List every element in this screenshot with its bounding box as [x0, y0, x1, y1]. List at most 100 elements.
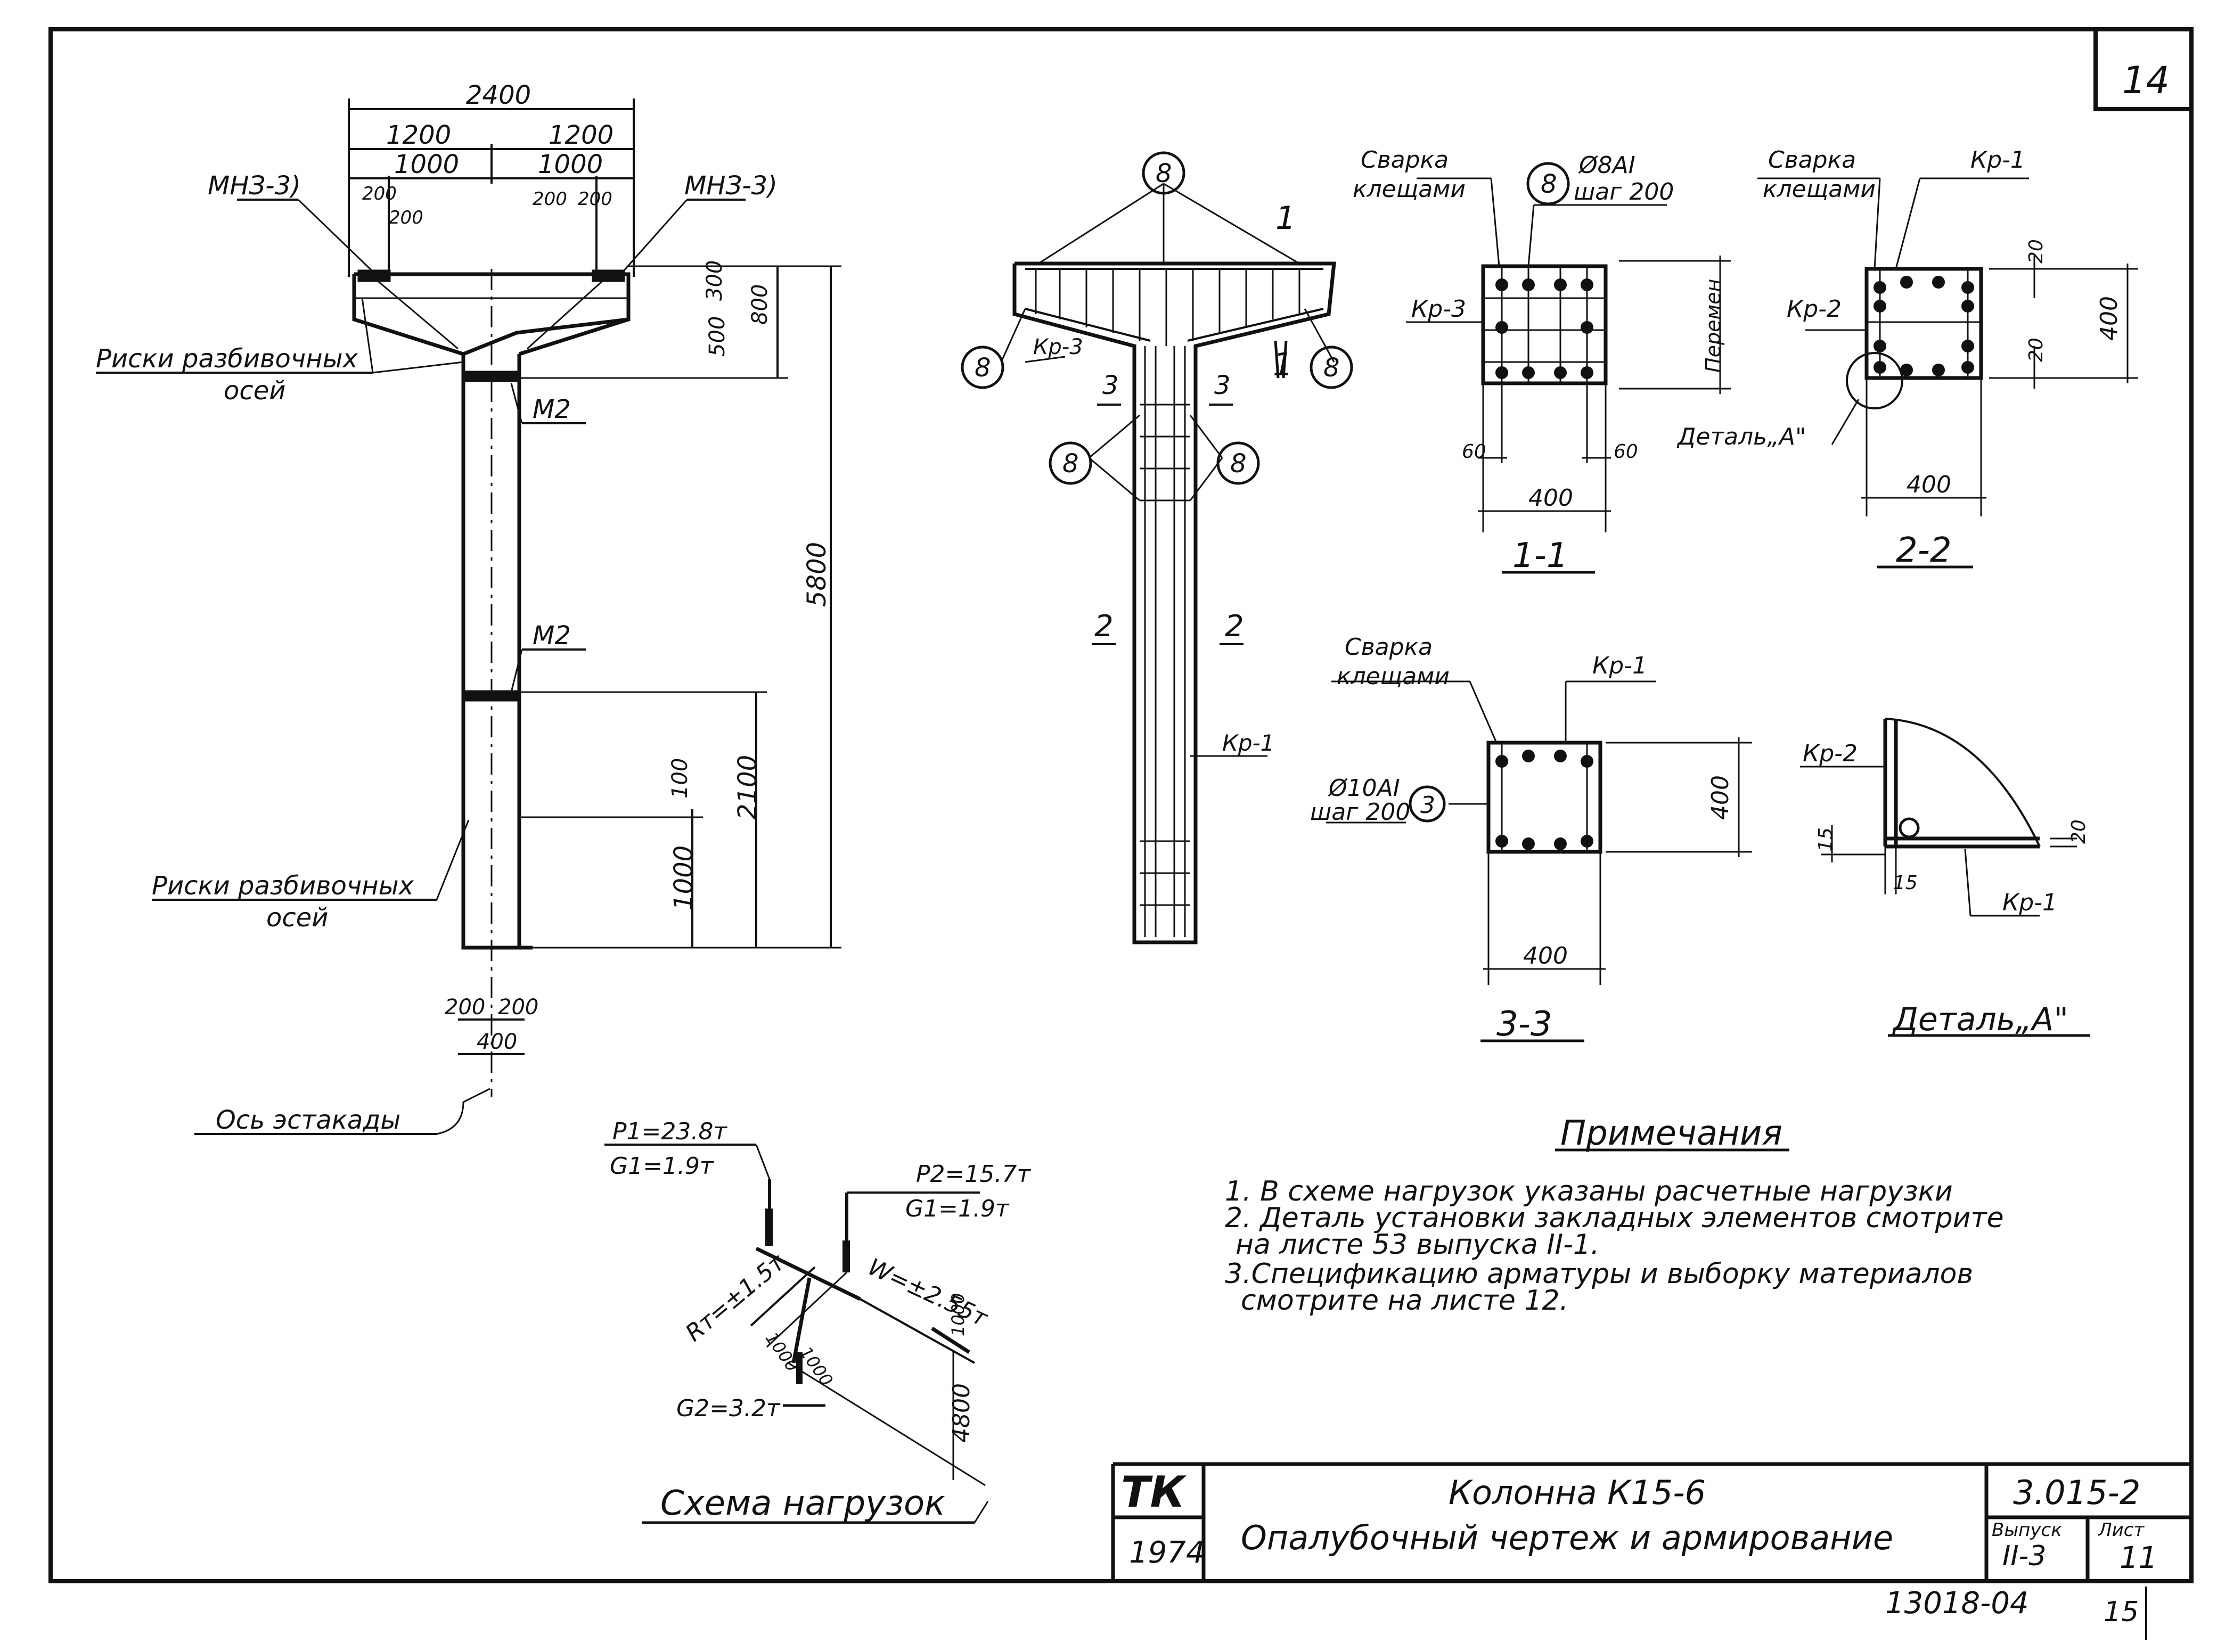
load-scheme-texts: P1=23.8т G1=1.9т P2=15.7т G1=1.9т Rт=±1.…	[610, 1118, 1031, 1523]
weld-label-2: клещами	[1353, 176, 1466, 203]
load-scheme-title: Схема нагрузок	[660, 1484, 945, 1523]
dim-20: 20	[2068, 819, 2090, 844]
notes-title: Примечания	[1560, 1114, 1782, 1153]
section-mark-1-bot: 1	[1273, 346, 1293, 383]
notes-line-2: 2. Деталь установки закладных элементов …	[1225, 1202, 2004, 1234]
year: 1974	[1129, 1535, 1205, 1570]
section-2-2	[1757, 177, 2138, 569]
elevation-texts: 2400 1200 1200 1000 1000 200 200 200 200…	[96, 80, 832, 1135]
label-risk-bot-2: осей	[266, 903, 328, 933]
weld-label-1: Сварка	[1345, 634, 1433, 661]
kr2-label: Кр-2	[1803, 740, 1858, 767]
dim-400-v: 400	[1707, 775, 1734, 820]
kr1-label: Кр-1	[1592, 652, 1647, 679]
tk-logo: ТК	[1121, 1467, 1187, 1517]
title-block-texts: ТК 1974 Колонна К15-6 Опалубочный чертеж…	[1121, 1467, 2157, 1628]
issue-label: Выпуск	[1992, 1519, 2062, 1541]
dim-400-h: 400	[1523, 942, 1568, 969]
dim-20-bot: 20	[2025, 338, 2047, 362]
rebar-view	[961, 151, 1353, 944]
dim-60-left: 60	[1462, 441, 1486, 463]
label-kr1-rebar: Кр-1	[1222, 730, 1274, 756]
dim-2100: 2100	[733, 755, 763, 820]
notes-line-4: 3.Спецификацию арматуры и выборку матери…	[1225, 1258, 1973, 1290]
load-p1: P1=23.8т	[612, 1118, 727, 1145]
label-kr3-rebar: Кр-3	[1033, 335, 1083, 359]
dim-15-b: 15	[1893, 872, 1918, 894]
kr1-label: Кр-1	[2002, 889, 2057, 916]
dim-100: 100	[668, 758, 692, 799]
weld-label-1: Сварка	[1361, 146, 1449, 174]
bar-step: шаг 200	[1574, 178, 1674, 206]
detail-a	[1800, 718, 2090, 1037]
sheet-value: 11	[2120, 1541, 2157, 1575]
mark-b-right: 8	[1323, 353, 1340, 383]
issue-value: II-3	[2002, 1540, 2047, 1572]
dim-200-b: 200	[389, 207, 423, 228]
column-elevation	[96, 98, 841, 1135]
kr1-label: Кр-1	[1970, 146, 2025, 174]
dim-4800: 4800	[948, 1383, 975, 1443]
dim-bot-400: 400	[477, 1030, 517, 1054]
detail-a-reference: Деталь„А"	[1676, 423, 1806, 450]
weld-label-2: клещами	[1337, 663, 1450, 690]
label-mnz-left: МНЗ-3)	[208, 171, 301, 201]
detail-a-texts: Кр-2 Кр-1 15 15 20 Деталь„А"	[1803, 740, 2090, 1038]
sheet-corner-number: 14	[2122, 59, 2170, 102]
sheet-frame	[48, 27, 2194, 1583]
section-2-2-texts: Сварка клещами Кр-1 Кр-2 20 20 400 400 Д…	[1676, 146, 2123, 570]
label-m2-top: М2	[533, 394, 571, 424]
dim-5800: 5800	[802, 542, 832, 607]
bar-spec: Ø8АI	[1578, 152, 1635, 179]
bar-step: шаг 200	[1310, 799, 1410, 826]
notes: Примечания 1. В схеме нагрузок указаны р…	[1225, 1114, 2004, 1317]
notes-line-3: на листе 53 выпуска II-1.	[1236, 1229, 1599, 1261]
rebar-texts: 8 8 8 8 8 Кр-3 Кр-1 1 1 3 3 2 2	[975, 159, 1340, 756]
section-3-3-title: 3-3	[1496, 1005, 1552, 1044]
weld-label-2: клещами	[1763, 176, 1876, 203]
weld-label-1: Сварка	[1768, 146, 1856, 174]
label-mnz-right: МНЗ-3)	[684, 171, 778, 201]
dim-bot-200-l: 200	[445, 995, 485, 1020]
dim-1000-v: 1000	[669, 845, 699, 910]
dim-200-a: 200	[362, 183, 397, 204]
section-mark-2-left: 2	[1094, 609, 1114, 644]
label-risk-top-1: Риски разбивочных	[96, 344, 358, 374]
kr3-label: Кр-3	[1411, 295, 1466, 323]
load-w: W=±2.55т	[864, 1253, 992, 1333]
section-mark-2-right: 2	[1225, 609, 1244, 644]
title-block	[1111, 1462, 2191, 1640]
mark-b-mid-l: 8	[1062, 449, 1079, 479]
dim-500: 500	[705, 316, 730, 357]
detail-a-title: Деталь„А"	[1892, 1001, 2068, 1038]
dim-200-c: 200	[533, 188, 567, 210]
dim-1000-left: 1000	[394, 150, 459, 179]
dim-400-h: 400	[1907, 471, 1951, 498]
document-code: 3.015-2	[2013, 1473, 2140, 1512]
dim-20-top: 20	[2025, 239, 2047, 264]
kr2-label: Кр-2	[1787, 295, 1842, 323]
label-m2-mid: М2	[533, 621, 571, 651]
dim-800: 800	[748, 284, 772, 325]
dim-400-v: 400	[2096, 296, 2123, 341]
mark-b-mid-r: 8	[1230, 449, 1247, 479]
bar-mark-8: 8	[1541, 169, 1557, 199]
dim-60-right: 60	[1614, 441, 1638, 463]
dim-15-a: 15	[1815, 827, 1837, 852]
title-line-1: Колонна К15-6	[1449, 1473, 1706, 1512]
section-3-3-texts: Сварка клещами Кр-1 Ø10АI шаг 200 3 400 …	[1310, 634, 1734, 1044]
dim-300: 300	[702, 260, 727, 301]
dim-bot-200-r: 200	[498, 995, 538, 1020]
load-p2: P2=15.7т	[916, 1161, 1031, 1188]
notes-line-5: смотрите на листе 12.	[1241, 1285, 1568, 1317]
load-g1-left: G1=1.9т	[610, 1153, 714, 1180]
label-risk-top-2: осей	[224, 376, 285, 406]
label-risk-bot-1: Риски разбивочных	[152, 871, 414, 901]
sheet-label: Лист	[2097, 1519, 2145, 1541]
bar-mark-3: 3	[1420, 792, 1435, 819]
dim-1000-right: 1000	[538, 150, 603, 179]
bottom-number: 13018-04	[1885, 1586, 2029, 1621]
section-2-2-title: 2-2	[1896, 531, 1952, 570]
section-mark-1-top: 1	[1275, 200, 1296, 237]
